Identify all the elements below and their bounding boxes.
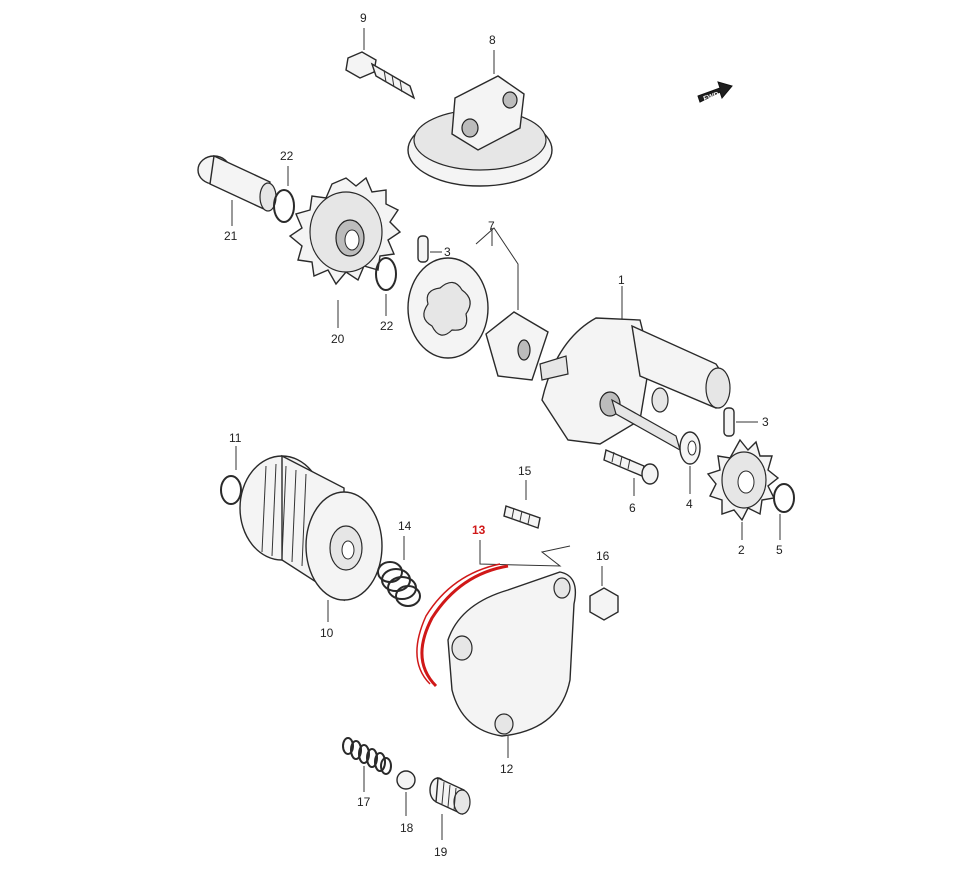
label-20: 20	[331, 332, 345, 346]
label-12: 12	[500, 762, 514, 776]
o-ring-11: 11	[220, 431, 242, 505]
circlip-22-upper: 22	[273, 149, 295, 223]
bolt-9: 9	[345, 11, 416, 100]
label-4: 4	[686, 497, 693, 511]
dowel-pin-3-upper: 3	[417, 235, 451, 263]
spring-17: 17	[342, 737, 392, 809]
drive-gear-2: 2	[706, 438, 780, 557]
driven-gear-20: 20	[288, 176, 402, 346]
label-1: 1	[618, 273, 625, 287]
label-22-upper: 22	[280, 149, 294, 163]
cap-nut-16: 16	[589, 549, 619, 621]
filter-cap-cover-12: 12	[447, 571, 577, 776]
label-17: 17	[357, 795, 371, 809]
label-21: 21	[224, 229, 238, 243]
label-2: 2	[738, 543, 745, 557]
label-19: 19	[434, 845, 448, 859]
label-7: 7	[488, 219, 495, 233]
stud-15: 15	[503, 464, 541, 529]
plug-19: 19	[429, 776, 471, 859]
label-22-lower: 22	[380, 319, 394, 333]
oil-pump-body-1: 1	[539, 273, 731, 452]
label-13: 13	[472, 523, 486, 537]
label-18: 18	[400, 821, 414, 835]
screw-6: 6	[603, 449, 659, 515]
fwd-arrow-icon: FWD	[697, 81, 733, 103]
label-3-lower: 3	[762, 415, 769, 429]
pump-rotor-set-7: 7	[407, 219, 549, 381]
oil-filter-10: 10	[239, 454, 383, 640]
label-6: 6	[629, 501, 636, 515]
label-14: 14	[398, 519, 412, 533]
fwd-label: FWD	[703, 91, 720, 103]
oil-strainer-cap-8: 8	[407, 33, 553, 187]
label-11: 11	[229, 431, 242, 445]
check-ball-18: 18	[396, 770, 416, 835]
label-5: 5	[776, 543, 783, 557]
circlip-5: 5	[773, 483, 795, 557]
circlip-22-lower: 22	[375, 257, 397, 333]
label-8: 8	[489, 33, 496, 47]
dowel-pin-3-lower: 3	[723, 407, 769, 437]
washer-4: 4	[679, 431, 701, 511]
label-9: 9	[360, 11, 367, 25]
label-3-upper: 3	[444, 245, 451, 259]
spring-14: 14	[377, 519, 421, 607]
o-ring-13-highlighted: 13	[416, 523, 571, 688]
label-15: 15	[518, 464, 532, 478]
label-16: 16	[596, 549, 610, 563]
shaft-21: 21	[197, 154, 277, 243]
label-10: 10	[320, 626, 334, 640]
